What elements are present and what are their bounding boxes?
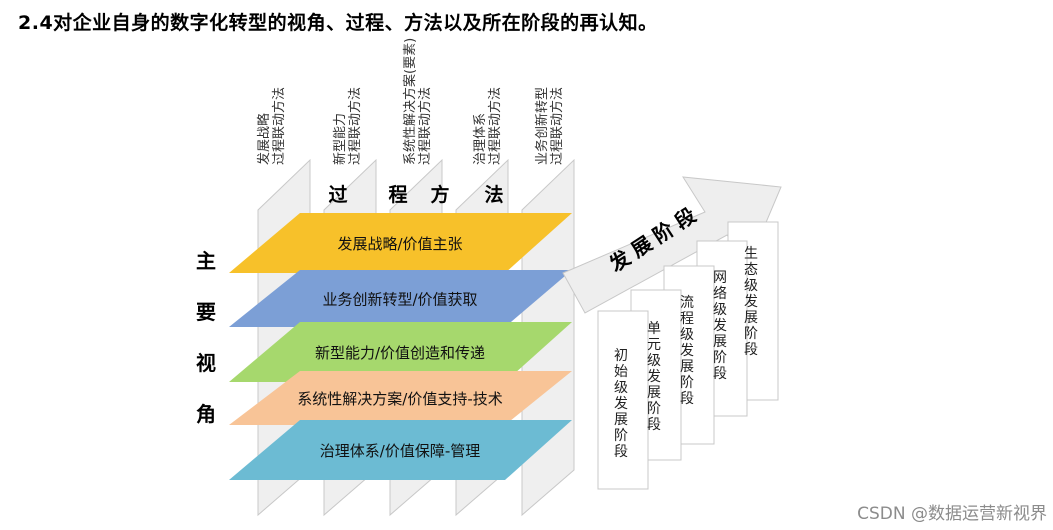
stage-label-char: 单 (647, 321, 661, 337)
stage-label-char: 态 (744, 262, 758, 278)
column-header-line: 新型能力 (332, 113, 348, 165)
stage-label-char: 级 (744, 278, 758, 294)
layer-label: 新型能力/价值创造和传递 (315, 344, 485, 362)
layer-3 (229, 322, 572, 382)
stage-label-char: 级 (680, 327, 694, 343)
stage-label-char: 展 (744, 310, 758, 326)
perspective-label-char: 要 (196, 300, 216, 324)
layer-5 (229, 420, 572, 480)
column-header-line: 业务创新转型 (534, 87, 550, 165)
column-header-line: 发展战略 (256, 113, 272, 165)
stage-label-char: 发 (713, 318, 727, 334)
stage-label-char: 发 (647, 369, 661, 385)
stage-label-char: 网 (713, 270, 727, 286)
column-header-line: 过程联动方法 (271, 87, 287, 165)
stage-label-char: 初 (614, 347, 628, 364)
stage-label-char: 级 (614, 380, 628, 396)
column-header-4: 治理体系过程联动方法 (473, 87, 503, 165)
layer-label: 治理体系/价值保障-管理 (320, 442, 480, 460)
stage-label-char: 程 (680, 311, 694, 327)
stage-label-char: 发 (744, 294, 758, 310)
stage-label-char: 流 (680, 295, 694, 311)
stage-label-char: 阶 (614, 428, 628, 444)
stage-label-char: 展 (614, 412, 628, 428)
stage-label-char: 始 (614, 364, 628, 380)
process-label-char: 法 (484, 183, 503, 206)
column-header-3: 系统性解决方案(要素)过程联动方法 (402, 38, 433, 165)
stage-label-char: 发 (680, 343, 694, 359)
column-header-line: 过程联动方法 (487, 87, 503, 165)
stage-label-char: 段 (647, 417, 661, 433)
stage-label-char: 阶 (744, 326, 758, 342)
stage-label-char: 展 (713, 334, 727, 350)
column-header-line: 治理体系 (473, 113, 488, 165)
process-label-char: 程 (388, 184, 407, 206)
layer-label: 发展战略/价值主张 (337, 235, 462, 253)
column-header-5: 业务创新转型过程联动方法 (534, 87, 565, 165)
stage-label-char: 段 (713, 366, 727, 382)
process-label-char: 过 (328, 184, 347, 206)
process-label-char: 方 (430, 183, 449, 206)
stage-label-char: 展 (680, 359, 694, 375)
stage-label-char: 生 (744, 246, 758, 262)
stage-label-char: 段 (614, 444, 628, 460)
stage-label-char: 段 (744, 342, 758, 358)
page-title: 2.4对企业自身的数字化转型的视角、过程、方法以及所在阶段的再认知。 (18, 12, 658, 34)
watermark: CSDN @数据运营新视界 (857, 504, 1047, 524)
column-header-line: 过程联动方法 (417, 87, 433, 165)
stage-label-char: 阶 (647, 401, 661, 417)
perspective-label-char: 角 (196, 402, 216, 426)
column-header-1: 发展战略过程联动方法 (256, 87, 287, 165)
stage-label-char: 元 (647, 337, 661, 353)
stage-label-char: 发 (614, 396, 628, 412)
column-header-line: 过程联动方法 (347, 87, 363, 165)
column-header-line: 过程联动方法 (549, 87, 565, 165)
layer-4 (229, 371, 572, 425)
stage-label-char: 展 (647, 385, 661, 401)
stage-label-char: 段 (680, 391, 694, 407)
stage-box-1 (597, 310, 649, 490)
perspective-label-char: 视 (196, 351, 216, 375)
stage-label-char: 级 (647, 353, 661, 369)
stage-label-char: 阶 (713, 350, 727, 366)
layer-2 (229, 270, 572, 327)
column-header-2: 新型能力过程联动方法 (332, 87, 363, 165)
stage-label-char: 级 (713, 302, 727, 318)
layer-1 (229, 213, 572, 273)
layer-label: 系统性解决方案/价值支持-技术 (297, 390, 502, 408)
layer-label: 业务创新转型/价值获取 (322, 291, 477, 309)
column-header-line: 系统性解决方案(要素) (402, 38, 418, 165)
stage-label-char: 阶 (680, 375, 694, 391)
perspective-label-char: 主 (196, 249, 216, 273)
stage-label-char: 络 (713, 286, 727, 302)
